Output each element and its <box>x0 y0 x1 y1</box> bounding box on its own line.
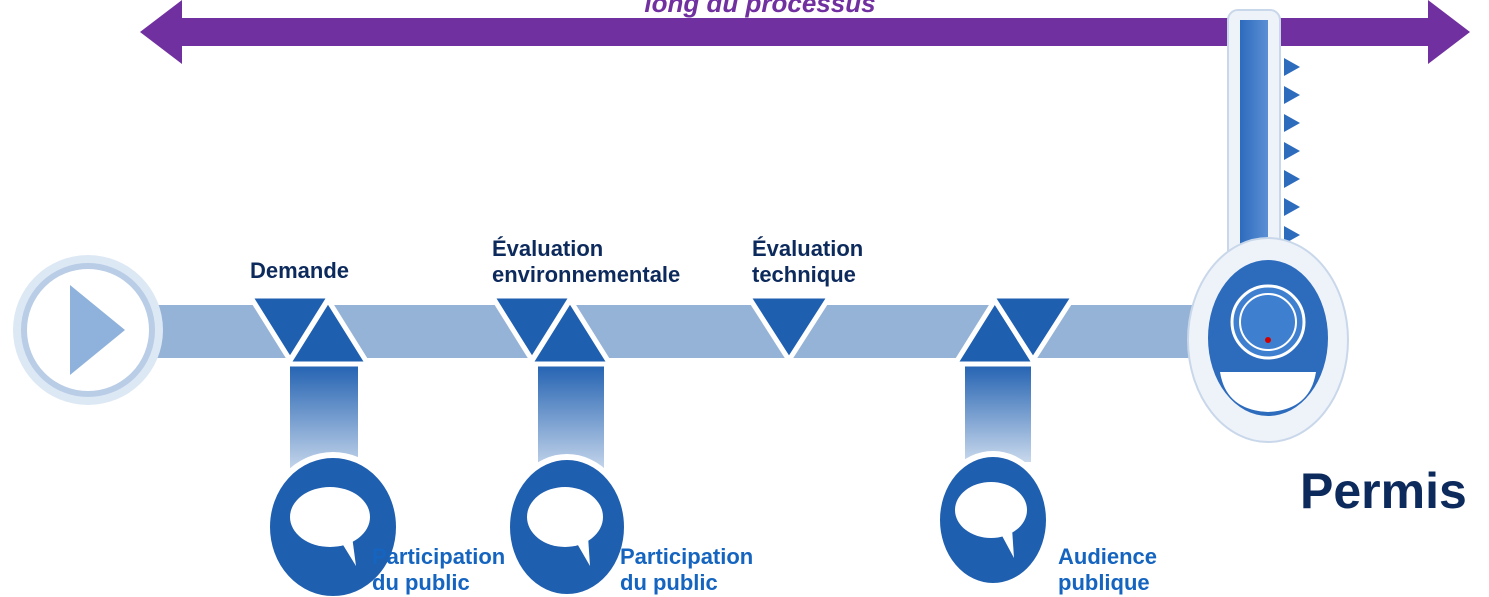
participation-line: du public <box>620 570 718 595</box>
column-2 <box>538 362 604 472</box>
speech-bubble-icon <box>504 454 630 597</box>
step-label-line: Évaluation <box>752 236 864 261</box>
participation-line: du public <box>372 570 470 595</box>
participation-line: Participation <box>620 544 754 569</box>
participation-label-1: Participation du public <box>372 544 505 596</box>
marker-evaluation-environnementale <box>489 293 613 367</box>
audience-line: Audience <box>1058 544 1158 569</box>
step-label-evaluation-env: Évaluation environnementale <box>492 236 680 288</box>
key-head <box>1187 237 1349 443</box>
step-label-line: technique <box>752 262 856 287</box>
speech-bubble-icon <box>264 452 402 597</box>
audience-label: Audience publique <box>1058 544 1157 596</box>
marker-demande <box>247 293 371 367</box>
step-label-line: Évaluation <box>492 236 604 261</box>
participation-line: Participation <box>372 544 506 569</box>
step-label-demande: Demande <box>250 258 350 283</box>
key-icon <box>1227 9 1300 279</box>
marker-evaluation-technique <box>745 293 833 363</box>
participation-label-2: Participation du public <box>620 544 753 596</box>
play-icon <box>13 255 163 405</box>
step-label-line: environnementale <box>492 262 681 287</box>
result-label-permis: Permis <box>1300 463 1467 519</box>
marker-audience <box>952 293 1077 367</box>
speech-bubble-icon <box>934 451 1052 589</box>
arrow-label: long du processus <box>644 0 876 18</box>
step-label-evaluation-tech: Évaluation technique <box>752 236 863 288</box>
audience-line: publique <box>1058 570 1150 595</box>
column-3 <box>965 362 1031 462</box>
process-double-arrow <box>140 0 1470 64</box>
